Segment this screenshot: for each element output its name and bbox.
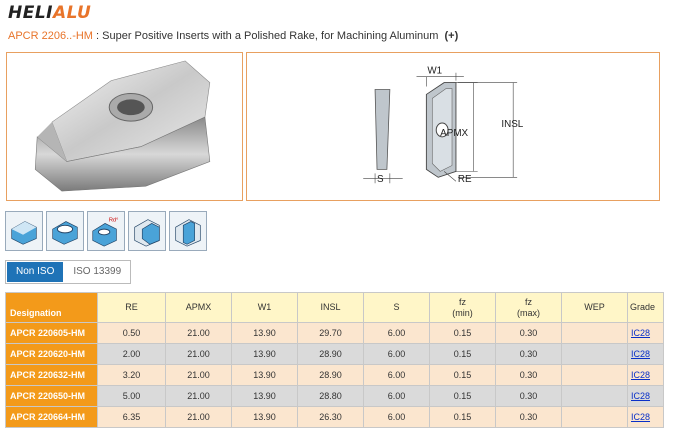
header-fz-max: fz (max) bbox=[495, 292, 562, 323]
cell-wep bbox=[561, 343, 628, 365]
cell-w1: 13.90 bbox=[231, 364, 298, 386]
cell-s: 6.00 bbox=[363, 385, 430, 407]
cell-w1: 13.90 bbox=[231, 343, 298, 365]
dim-label-s: S bbox=[377, 174, 384, 185]
cell-wep bbox=[561, 322, 628, 344]
insert-photo bbox=[6, 52, 243, 201]
cell-insl: 28.90 bbox=[297, 343, 364, 365]
cell-designation: APCR 220605-HM bbox=[5, 322, 98, 344]
standard-tabs: Non ISO ISO 13399 bbox=[5, 260, 132, 284]
table-row: APCR 220650-HM 5.00 21.00 13.90 28.80 6.… bbox=[5, 385, 664, 407]
cutting-position-2-icon[interactable] bbox=[46, 211, 84, 251]
grade-link[interactable]: IC28 bbox=[631, 349, 651, 359]
cell-fz-max: 0.30 bbox=[495, 343, 562, 365]
dimensions-table: Designation RE APMX W1 INSL S fz (min) f… bbox=[5, 292, 664, 428]
cell-s: 6.00 bbox=[363, 364, 430, 386]
tab-iso-13399[interactable]: ISO 13399 bbox=[73, 266, 122, 277]
cell-w1: 13.90 bbox=[231, 406, 298, 428]
dim-label-w1: W1 bbox=[427, 66, 442, 77]
cutting-position-1-icon[interactable] bbox=[5, 211, 43, 251]
cell-fz-min: 0.15 bbox=[429, 343, 496, 365]
dim-label-apmx: APMX bbox=[440, 128, 468, 139]
cell-fz-max: 0.30 bbox=[495, 406, 562, 428]
shoulder-milling-icon[interactable] bbox=[128, 211, 166, 251]
cell-wep bbox=[561, 364, 628, 386]
header-apmx: APMX bbox=[165, 292, 232, 323]
cell-fz-min: 0.15 bbox=[429, 364, 496, 386]
grade-link[interactable]: IC28 bbox=[631, 328, 651, 338]
header-wep: WEP bbox=[561, 292, 628, 323]
insert-technical-drawing: S W1 APMX INSL RE bbox=[246, 52, 660, 201]
cell-insl: 28.90 bbox=[297, 364, 364, 386]
cell-wep bbox=[561, 406, 628, 428]
cell-insl: 26.30 bbox=[297, 406, 364, 428]
product-title: APCR 2206..-HM : Super Positive Inserts … bbox=[8, 30, 458, 42]
cell-s: 6.00 bbox=[363, 322, 430, 344]
cell-re: 3.20 bbox=[97, 364, 166, 386]
cell-designation: APCR 220664-HM bbox=[5, 406, 98, 428]
cell-grade: IC28 bbox=[627, 385, 664, 407]
slotting-icon[interactable] bbox=[169, 211, 207, 251]
drawing-graphic: S W1 APMX INSL RE bbox=[363, 66, 524, 185]
header-insl: INSL bbox=[297, 292, 364, 323]
cell-s: 6.00 bbox=[363, 343, 430, 365]
cell-designation: APCR 220632-HM bbox=[5, 364, 98, 386]
cell-fz-min: 0.15 bbox=[429, 406, 496, 428]
cell-insl: 28.80 bbox=[297, 385, 364, 407]
cell-w1: 13.90 bbox=[231, 322, 298, 344]
table-row: APCR 220605-HM 0.50 21.00 13.90 29.70 6.… bbox=[5, 322, 664, 344]
cell-re: 0.50 bbox=[97, 322, 166, 344]
cell-apmx: 21.00 bbox=[165, 406, 232, 428]
cell-apmx: 21.00 bbox=[165, 322, 232, 344]
corner-radius-icon[interactable]: Rd° bbox=[87, 211, 125, 251]
cell-grade: IC28 bbox=[627, 406, 664, 428]
cell-apmx: 21.00 bbox=[165, 385, 232, 407]
header-grade: Grade bbox=[627, 292, 664, 323]
product-code: APCR 2206..-HM bbox=[8, 30, 93, 42]
grade-link[interactable]: IC28 bbox=[631, 412, 651, 422]
table-row: APCR 220664-HM 6.35 21.00 13.90 26.30 6.… bbox=[5, 406, 664, 428]
cell-apmx: 21.00 bbox=[165, 343, 232, 365]
table-header-row: Designation RE APMX W1 INSL S fz (min) f… bbox=[5, 292, 664, 323]
table-row: APCR 220620-HM 2.00 21.00 13.90 28.90 6.… bbox=[5, 343, 664, 365]
cell-wep bbox=[561, 385, 628, 407]
product-description: : Super Positive Inserts with a Polished… bbox=[92, 30, 439, 42]
table-row: APCR 220632-HM 3.20 21.00 13.90 28.90 6.… bbox=[5, 364, 664, 386]
header-w1: W1 bbox=[231, 292, 298, 323]
grade-link[interactable]: IC28 bbox=[631, 370, 651, 380]
cell-re: 5.00 bbox=[97, 385, 166, 407]
cell-grade: IC28 bbox=[627, 343, 664, 365]
expand-toggle[interactable]: (+) bbox=[444, 30, 459, 42]
cell-fz-max: 0.30 bbox=[495, 385, 562, 407]
brand-logo: HELIALU bbox=[8, 3, 92, 23]
cell-fz-max: 0.30 bbox=[495, 322, 562, 344]
grade-link[interactable]: IC28 bbox=[631, 391, 651, 401]
cell-designation: APCR 220620-HM bbox=[5, 343, 98, 365]
cell-fz-max: 0.30 bbox=[495, 364, 562, 386]
cell-s: 6.00 bbox=[363, 406, 430, 428]
cell-insl: 29.70 bbox=[297, 322, 364, 344]
cell-fz-min: 0.15 bbox=[429, 385, 496, 407]
header-re: RE bbox=[97, 292, 166, 323]
dim-label-re: RE bbox=[458, 174, 472, 185]
cell-re: 2.00 bbox=[97, 343, 166, 365]
tab-non-iso[interactable]: Non ISO bbox=[7, 262, 64, 282]
header-s: S bbox=[363, 292, 430, 323]
cell-w1: 13.90 bbox=[231, 385, 298, 407]
insert-photo-graphic bbox=[34, 60, 211, 192]
rd-mark: Rd° bbox=[109, 218, 119, 224]
cell-fz-min: 0.15 bbox=[429, 322, 496, 344]
cell-designation: APCR 220650-HM bbox=[5, 385, 98, 407]
dim-label-insl: INSL bbox=[501, 119, 523, 130]
cell-grade: IC28 bbox=[627, 322, 664, 344]
cell-apmx: 21.00 bbox=[165, 364, 232, 386]
cell-re: 6.35 bbox=[97, 406, 166, 428]
header-fz-min: fz (min) bbox=[429, 292, 496, 323]
cell-grade: IC28 bbox=[627, 364, 664, 386]
header-designation: Designation bbox=[5, 292, 98, 323]
